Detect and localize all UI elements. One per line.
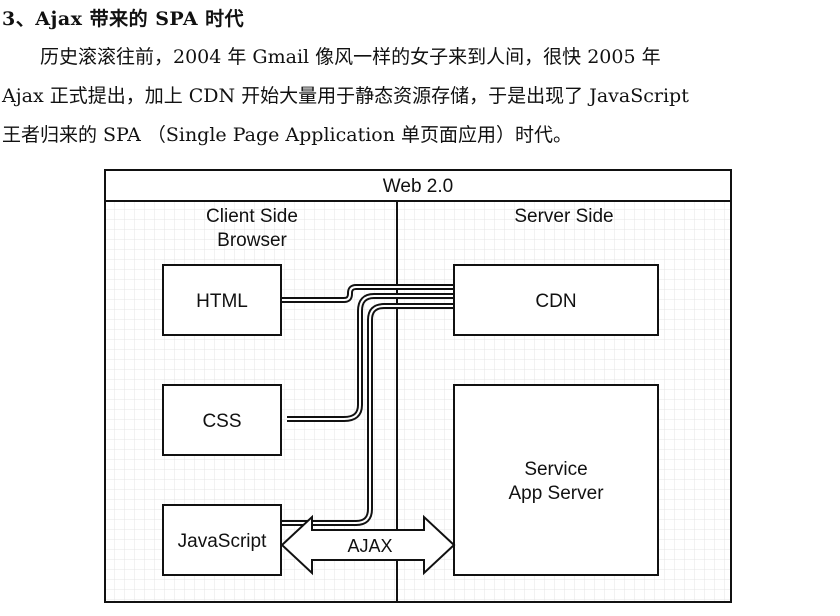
connector-lines-inner [282, 286, 454, 524]
article-paragraph: 历史滚滚往前，2004 年 Gmail 像风一样的女子来到人间，很快 2005 … [2, 38, 836, 155]
paragraph-line-2: Ajax 正式提出，加上 CDN 开始大量用于静态资源存储，于是出现了 Java… [2, 85, 689, 107]
javascript-box-label: JavaScript [178, 531, 267, 552]
service-label: Service [524, 459, 587, 480]
diagram-title: Web 2.0 [383, 176, 453, 197]
client-side-label: Client Side [206, 206, 298, 227]
html-box-label: HTML [196, 291, 248, 312]
browser-label: Browser [217, 230, 287, 251]
paragraph-line-3: 王者归来的 SPA （Single Page Application 单页面应用… [2, 124, 573, 146]
app-server-box: Service App Server [453, 384, 659, 576]
javascript-box: JavaScript [162, 504, 282, 576]
ajax-arrow: AJAX [280, 514, 456, 576]
cdn-box-label: CDN [535, 291, 576, 312]
server-side-label: Server Side [514, 206, 613, 227]
paragraph-line-1: 历史滚滚往前，2004 年 Gmail 像风一样的女子来到人间，很快 2005 … [40, 46, 661, 68]
cdn-box: CDN [453, 264, 659, 336]
css-box: CSS [162, 384, 282, 456]
diagram-frame [104, 169, 732, 603]
html-box: HTML [162, 264, 282, 336]
section-heading: 3、Ajax 带来的 SPA 时代 [2, 8, 245, 30]
ajax-label: AJAX [347, 536, 392, 556]
diagram-canvas: Web 2.0 Client Side Browser Server Side … [104, 169, 732, 603]
css-box-label: CSS [202, 411, 241, 432]
app-server-label: App Server [508, 483, 604, 504]
web2-architecture-diagram: Web 2.0 Client Side Browser Server Side … [104, 169, 732, 603]
